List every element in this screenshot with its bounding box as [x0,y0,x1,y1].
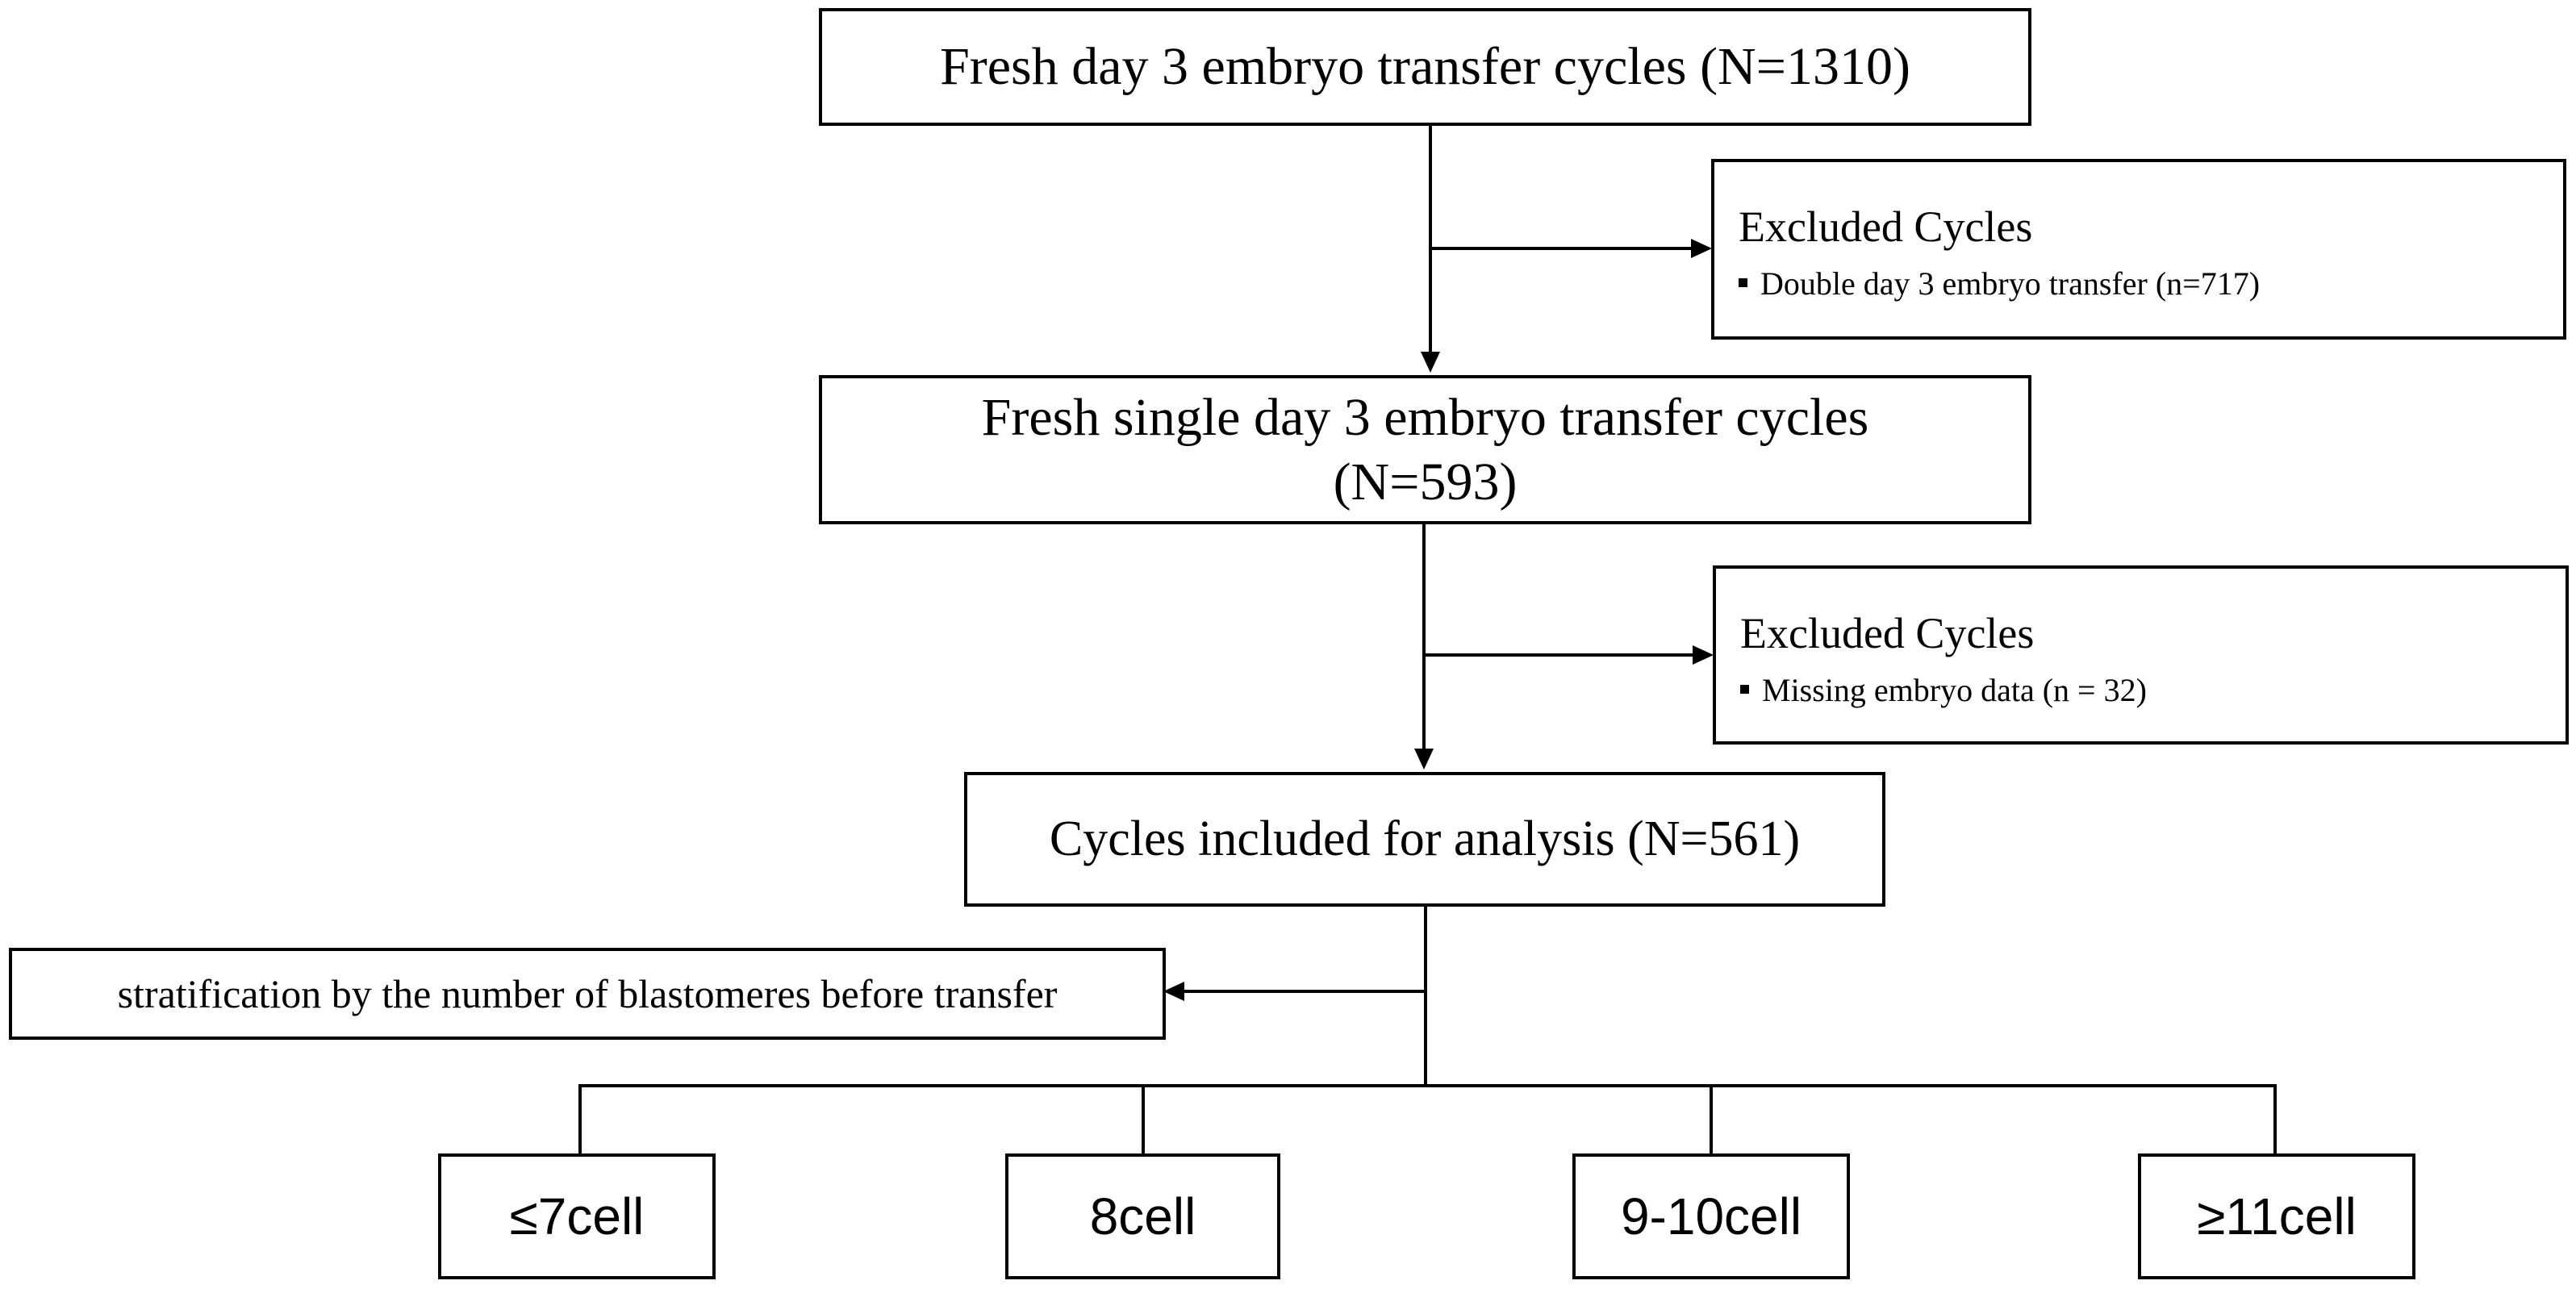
box-fresh-day3-cycles: Fresh day 3 embryo transfer cycles (N=13… [819,8,2031,126]
exclusion-2-title: Excluded Cycles [1740,609,2035,657]
box-cycles-included: Cycles included for analysis (N=561) [964,772,1885,907]
group-box-8cell: 8cell [1005,1153,1280,1279]
box-exclusion-1: Excluded Cycles Double day 3 embryo tran… [1711,159,2566,340]
bullet-icon [1740,685,1749,695]
box-cycles-included-label: Cycles included for analysis (N=561) [1049,811,1801,867]
group-box-le7cell: ≤7cell [438,1153,716,1279]
group-box-9-10cell: 9-10cell [1572,1153,1850,1279]
box-fresh-single-line2: (N=593) [1333,452,1518,511]
exclusion-1-item: Double day 3 embryo transfer (n=717) [1739,265,2563,303]
box-fresh-single-day3-cycles: Fresh single day 3 embryo transfer cycle… [819,375,2031,524]
exclusion-1-item-text: Double day 3 embryo transfer (n=717) [1760,265,2261,302]
box-stratification: stratification by the number of blastome… [9,948,1166,1040]
box-fresh-single-line1: Fresh single day 3 embryo transfer cycle… [981,388,1869,448]
exclusion-2-item-text: Missing embryo data (n = 32) [1762,671,2147,708]
exclusion-1-title: Excluded Cycles [1739,202,2033,251]
group-box-ge11cell: ≥11cell [2138,1153,2415,1279]
group-label-le7cell: ≤7cell [509,1187,645,1245]
bullet-icon [1739,278,1747,288]
box-stratification-label: stratification by the number of blastome… [117,971,1058,1016]
box-fresh-day3-label: Fresh day 3 embryo transfer cycles (N=13… [940,37,1910,97]
box-exclusion-2: Excluded Cycles Missing embryo data (n =… [1713,565,2569,745]
group-label-9-10cell: 9-10cell [1620,1187,1802,1245]
exclusion-2-item: Missing embryo data (n = 32) [1740,671,2566,710]
group-label-8cell: 8cell [1089,1187,1196,1245]
group-label-ge11cell: ≥11cell [2197,1187,2357,1245]
